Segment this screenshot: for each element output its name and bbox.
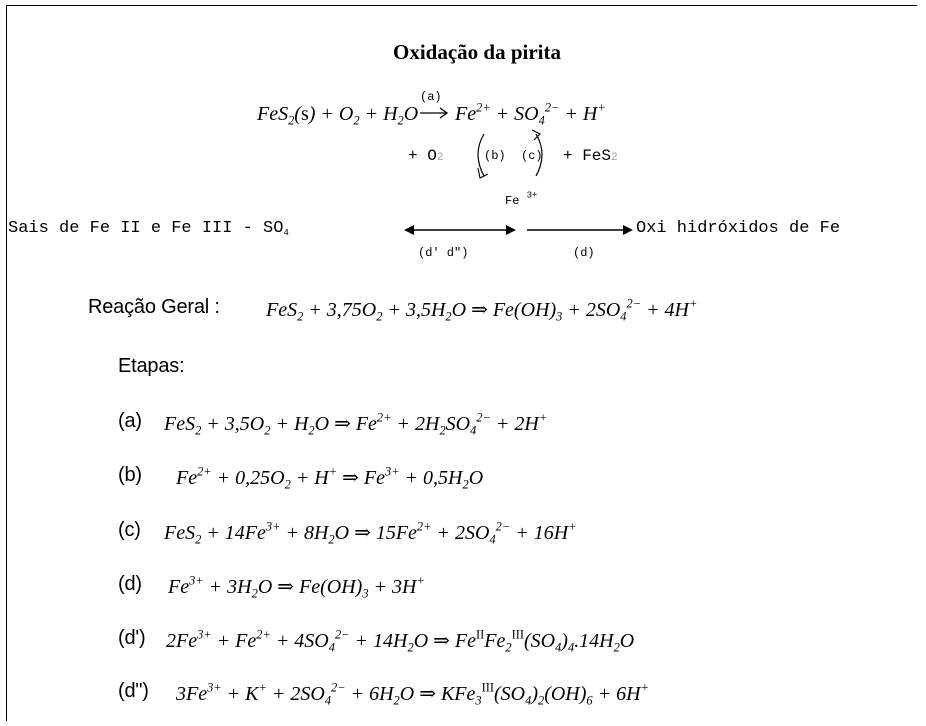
step-c-label: (c) <box>118 519 141 541</box>
steps-heading: Etapas: <box>118 355 185 377</box>
step-d-prime-label: (d') <box>118 627 146 649</box>
general-reaction-equation: FeS2 + 3,75O2 + 3,5H2O ⇒ Fe(OH)3 + 2SO42… <box>266 296 698 324</box>
redox-cycle-arrows <box>477 129 543 179</box>
fe3-node: Fe 3+ <box>505 190 538 208</box>
step-d-double-prime-equation: 3Fe3+ + K+ + 2SO42− + 6H2O ⇒ KFe3III(SO4… <box>176 680 649 708</box>
cycle-fes2: + FeS2 <box>563 147 618 165</box>
step-a-arrow-label: (a) <box>420 90 442 104</box>
left-arrow-label: (d′ d″) <box>418 246 469 260</box>
step-a-label: (a) <box>118 410 142 432</box>
arrow-d <box>527 225 633 235</box>
step-b-equation: Fe2+ + 0,25O2 + H+ ⇒ Fe3+ + 0,5H2O <box>176 464 484 492</box>
step-c-equation: FeS2 + 14Fe3+ + 8H2O ⇒ 15Fe2+ + 2SO42− +… <box>164 519 577 547</box>
step-a-equation: FeS2 + 3,5O2 + H2O ⇒ Fe2+ + 2H2SO42− + 2… <box>164 410 548 438</box>
scheme-right-text: Oxi hidróxidos de Fe <box>636 219 841 238</box>
step-d-equation: Fe3+ + 3H2O ⇒ Fe(OH)3 + 3H+ <box>168 573 425 601</box>
step-d-prime-equation: 2Fe3+ + Fe2+ + 4SO42− + 14H2O ⇒ FeIIFe2I… <box>166 627 635 655</box>
double-arrow-d-prime <box>404 225 516 235</box>
right-arrow-label: (d) <box>573 246 595 260</box>
scheme-left-text: Sais de Fe II e Fe III - SO4 <box>8 219 289 238</box>
step-d-double-prime-label: (d") <box>118 680 149 702</box>
diagram-title: Oxidação da pirita <box>393 40 562 64</box>
cycle-label-c: (c) <box>521 149 543 163</box>
step-b-label: (b) <box>118 464 142 486</box>
step-d-label: (d) <box>118 573 142 595</box>
cycle-label-b: (b) <box>484 149 506 163</box>
diagram-frame <box>6 5 917 721</box>
step-a-arrow <box>420 107 449 119</box>
general-reaction-label: Reação Geral : <box>88 296 220 318</box>
scheme-main-equation: FeS2(s) + O2 + H2O <box>257 103 419 128</box>
scheme-main-products: Fe2+ + SO42− + H+ <box>455 100 606 128</box>
cycle-o2: + O2 <box>408 147 444 165</box>
